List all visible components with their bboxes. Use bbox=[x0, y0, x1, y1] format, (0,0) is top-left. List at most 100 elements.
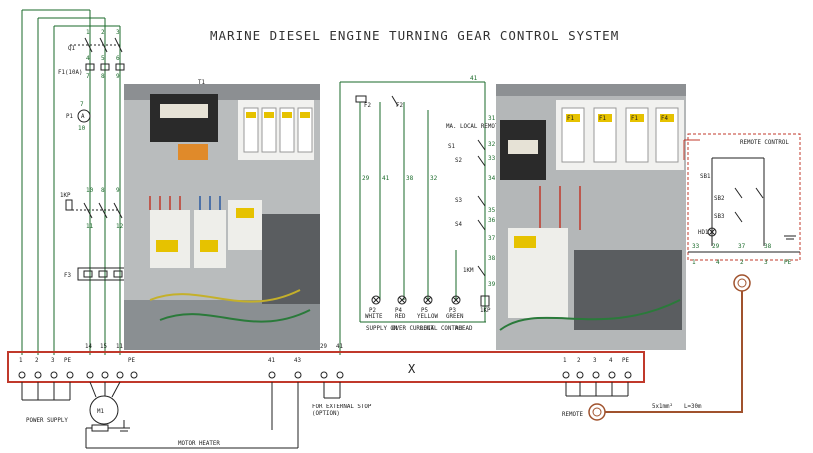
s3-label: S3 bbox=[455, 198, 462, 204]
top-col-1: 1 bbox=[86, 29, 90, 36]
mid-col-6: 6 bbox=[116, 55, 120, 62]
strip-mid-41: 41 bbox=[268, 358, 275, 364]
rw-32: 32 bbox=[488, 141, 496, 148]
power-bus bbox=[21, 9, 121, 355]
strip-stop-41: 41 bbox=[336, 344, 343, 350]
rem-wire-29: 29 bbox=[712, 243, 720, 250]
photo-fuse-2: F1 bbox=[599, 116, 606, 122]
lamp-p5 bbox=[423, 295, 433, 305]
lamp-p2 bbox=[371, 295, 381, 305]
remote-cable-group: REMOTE 5x1mm² L=30m bbox=[562, 291, 743, 421]
terminal-strip-mark: X bbox=[408, 362, 416, 376]
f3-label: F3 bbox=[64, 273, 71, 279]
strip-mid-43: 43 bbox=[294, 358, 301, 364]
lamp-p5-color: YELLOW bbox=[417, 314, 438, 320]
fuse-col-9: 9 bbox=[116, 73, 120, 80]
s1-note: MA. LOCAL REMOTE bbox=[446, 124, 502, 130]
control-circuit: 41 F2 F2 29 41 38 32 bbox=[339, 75, 502, 355]
f1-label: F1(10A) bbox=[58, 70, 82, 76]
rw-31: 31 bbox=[488, 115, 496, 122]
s2-label: S2 bbox=[455, 158, 462, 164]
right-terminals: 1 2 3 4 PE bbox=[562, 358, 632, 379]
km-label: 1KM bbox=[463, 268, 474, 274]
cable-length-label: L=30m bbox=[684, 404, 702, 410]
remote-label: REMOTE bbox=[562, 412, 583, 418]
strip-left-11: 11 bbox=[116, 344, 123, 350]
mid-col-5: 5 bbox=[101, 55, 105, 62]
sb3-label: SB3 bbox=[714, 214, 725, 220]
s1-label: S1 bbox=[448, 144, 455, 150]
photo-fuse-4: F4 bbox=[661, 116, 668, 122]
kp-top-10: 10 bbox=[86, 187, 94, 194]
kp-right-label: 1KP bbox=[480, 308, 491, 314]
f1-fuses: F1(10A) 7 8 9 bbox=[58, 63, 125, 80]
strip-stop-29: 29 bbox=[320, 344, 327, 350]
panel-photo-right: F1 F1 F1 F4 bbox=[496, 84, 686, 350]
remote-control-title: REMOTE CONTROL bbox=[740, 140, 789, 146]
photo-fuse-1: F1 bbox=[567, 116, 574, 122]
rw-34: 34 bbox=[488, 175, 496, 182]
hd1-label: HD1 bbox=[698, 230, 709, 236]
rem-wire-37: 37 bbox=[738, 243, 746, 250]
sb1-label: SB1 bbox=[700, 174, 711, 180]
strip-right-1: 1 bbox=[563, 358, 567, 364]
lamp-p3-meaning: AHEAD bbox=[455, 326, 473, 332]
p1-ammeter: A P1 7 10 bbox=[66, 101, 91, 132]
lamp-p2-tag: P2 bbox=[369, 308, 376, 314]
p1-unit: A bbox=[81, 114, 85, 120]
panel-photo-left: T1 bbox=[124, 80, 320, 350]
top-col-3: 3 bbox=[116, 29, 120, 36]
lamp-p3-color: GREEN bbox=[446, 314, 464, 320]
kp-top-9: 9 bbox=[116, 187, 120, 194]
cable-size-label: 5x1mm² bbox=[652, 403, 673, 410]
rem-term-1: 1 bbox=[692, 259, 696, 266]
strip-left-15: 15 bbox=[100, 344, 107, 350]
motor-heater-label: MOTOR HEATER bbox=[178, 441, 220, 447]
strip-right-pe: PE bbox=[622, 358, 629, 364]
cw-38: 38 bbox=[406, 175, 414, 182]
fuse-col-7: 7 bbox=[86, 73, 90, 80]
sb2-label: SB2 bbox=[714, 196, 724, 202]
strip-left-2: 2 bbox=[35, 358, 39, 364]
s4-label: S4 bbox=[455, 222, 462, 228]
rw-37: 37 bbox=[488, 235, 496, 242]
meter-wire-bottom: 10 bbox=[78, 125, 86, 132]
strip-left-3: 3 bbox=[51, 358, 55, 364]
power-supply-group: POWER SUPPLY bbox=[21, 382, 71, 424]
kp-label: 1KP bbox=[60, 193, 71, 199]
rem-term-3: 3 bbox=[764, 259, 768, 266]
rw-35: 35 bbox=[488, 207, 496, 214]
external-stop-label: FOR EXTERNAL STOP (OPTION) bbox=[312, 404, 372, 417]
strip-right-3: 3 bbox=[593, 358, 597, 364]
kp-top-8: 8 bbox=[101, 187, 105, 194]
cw-32: 32 bbox=[430, 175, 438, 182]
rem-term-2: 2 bbox=[740, 259, 744, 266]
motor-group: M1 MOTOR HEATER bbox=[85, 381, 299, 449]
top-col-2: 2 bbox=[101, 29, 105, 36]
motor-label: M1 bbox=[97, 409, 104, 415]
f2-left-label: F2 bbox=[364, 103, 371, 109]
photo-t1-label: T1 bbox=[198, 80, 205, 86]
diagram-title: MARINE DIESEL ENGINE TURNING GEAR CONTRO… bbox=[210, 28, 619, 43]
strip-left-pe2: PE bbox=[128, 358, 135, 364]
strip-right-2: 2 bbox=[577, 358, 581, 364]
lamp-p2-color: WHITE bbox=[365, 314, 383, 320]
lamp-p5-meaning: LOCAL CONTROL bbox=[420, 326, 466, 332]
kp-contacts: 1KP 10 8 9 11 12 bbox=[60, 187, 124, 230]
q1-switch: Q1 1 2 3 4 5 6 bbox=[68, 29, 123, 62]
kp-bottom-12: 12 bbox=[116, 223, 124, 230]
lamp-p4 bbox=[397, 295, 407, 305]
rw-36: 36 bbox=[488, 217, 496, 224]
kp-bottom-11: 11 bbox=[86, 223, 94, 230]
remote-control-box: REMOTE CONTROL SB1 SB2 SB3 HD1 33 29 37 … bbox=[683, 133, 801, 292]
rw-38: 38 bbox=[488, 255, 496, 262]
rw-39: 39 bbox=[488, 281, 496, 288]
q1-label: Q1 bbox=[68, 46, 75, 52]
photo-fuse-3: F1 bbox=[631, 116, 638, 122]
lamp-p4-color: RED bbox=[395, 314, 406, 320]
f2-right-label: F2 bbox=[396, 103, 403, 109]
lamp-p4-tag: P4 bbox=[395, 308, 402, 314]
external-stop-group: FOR EXTERNAL STOP (OPTION) bbox=[312, 382, 372, 417]
